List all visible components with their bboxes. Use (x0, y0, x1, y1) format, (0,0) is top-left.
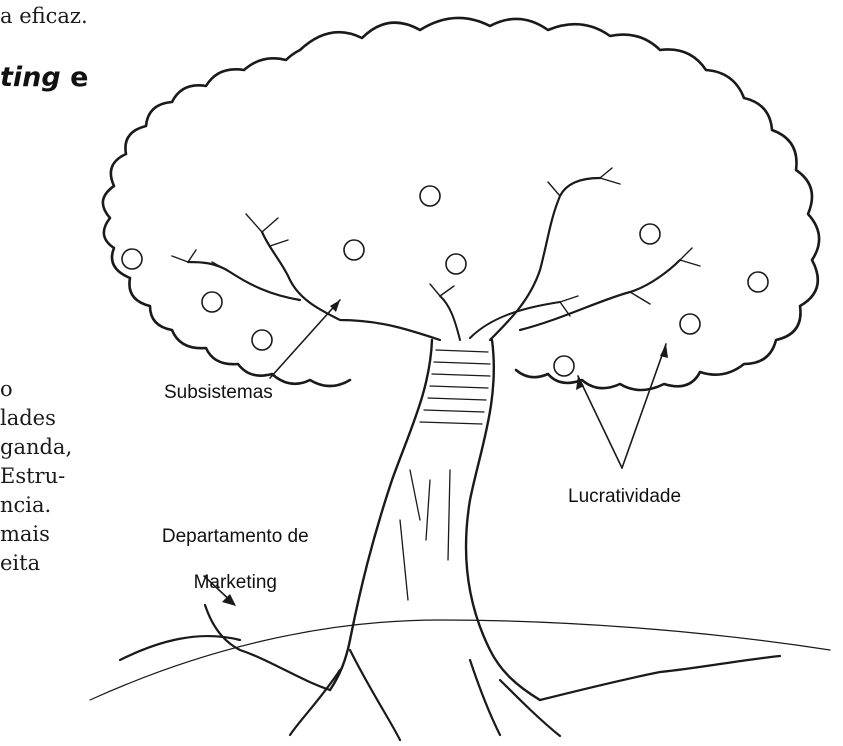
branch-right-main (488, 176, 682, 342)
branch-left-main (186, 230, 442, 342)
branch-center (439, 295, 561, 341)
apple (201, 291, 223, 313)
heading-italic: ting (0, 62, 61, 93)
left-fragment-1: o (0, 377, 13, 401)
left-fragment-2: lades (0, 406, 56, 430)
arrow-lucratividade-left (577, 375, 623, 469)
tree-crown-outline (101, 16, 821, 392)
ground-line (89, 619, 831, 701)
section-heading: ting e (0, 62, 88, 93)
left-fragment-5: ncia. (0, 493, 52, 517)
apple (639, 223, 661, 245)
apple (343, 239, 365, 261)
label-departamento: Departamento de Marketing (148, 502, 312, 594)
left-fragment-4: Estru- (0, 464, 66, 488)
left-fragment-7: eita (0, 551, 41, 575)
label-departamento-line1: Departamento de (161, 526, 309, 547)
arrowheads (222, 300, 668, 606)
tree-trunk (328, 338, 542, 702)
apple (251, 329, 273, 351)
top-text-line: a eficaz. (0, 4, 88, 28)
tree-roots (118, 603, 782, 742)
arrow-subsistemas (269, 299, 341, 379)
arrow-lucratividade-right (621, 343, 667, 469)
apple (419, 185, 441, 207)
apple (553, 355, 575, 377)
apple (445, 253, 467, 275)
left-fragment-3: ganda, (0, 435, 73, 459)
annotation-arrows (203, 299, 667, 605)
label-lucratividade: Lucratividade (568, 486, 682, 507)
twigs (171, 167, 701, 317)
apple (121, 248, 143, 270)
apples (121, 185, 769, 377)
trunk-hatching (399, 349, 491, 601)
label-subsistemas: Subsistemas (164, 382, 273, 403)
label-departamento-line2: Marketing (193, 572, 277, 593)
heading-rest: e (60, 62, 89, 93)
apple (747, 271, 769, 293)
left-fragment-6: mais (0, 522, 50, 546)
apple (679, 313, 701, 335)
